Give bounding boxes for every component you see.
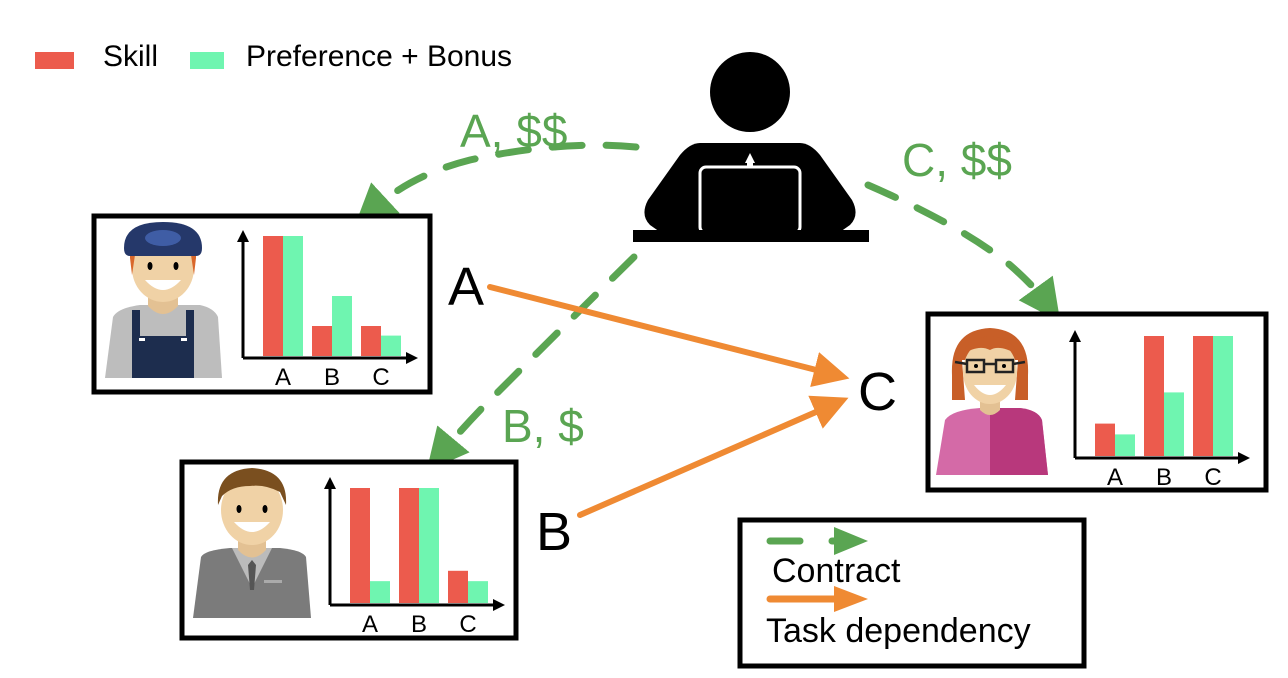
dependency-arrow-a-to-c <box>487 284 850 388</box>
bar-skill-b <box>312 326 332 356</box>
tick-label-c: C <box>1204 464 1221 491</box>
bar-preference-c <box>1213 336 1233 456</box>
bar-skill-c <box>448 570 468 603</box>
legend-dependency-arrowhead <box>834 586 868 612</box>
contract-arrows: A, $$ B, $ C, $$ <box>354 105 1061 472</box>
legend-dependency-label: Task dependency <box>766 612 1031 650</box>
bar-preference-b <box>419 488 439 603</box>
task-label-b: B <box>536 502 572 562</box>
legend-skill-label: Skill <box>103 40 158 73</box>
worker-a-skill-chart: A B C <box>237 230 418 391</box>
y-axis-arrowhead <box>237 230 249 242</box>
bar-preference-c <box>381 335 401 356</box>
legend-skill-swatch <box>35 52 74 69</box>
bar-skill-c <box>1193 336 1213 456</box>
top-legend: Skill Preference + Bonus <box>35 40 512 73</box>
bottom-legend: Contract Task dependency <box>737 517 1087 669</box>
legend-preference-swatch <box>190 52 224 69</box>
manager-icon <box>633 52 869 242</box>
task-label-c: C <box>858 362 897 422</box>
bar-preference-a <box>1115 434 1135 456</box>
office-worker-avatar-icon <box>193 468 311 618</box>
bar-skill-b <box>399 488 419 603</box>
tick-label-c: C <box>459 611 476 638</box>
legend-contract-arrowhead <box>834 527 868 555</box>
bar-skill-c <box>361 326 381 356</box>
legend-contract-label: Contract <box>772 552 901 590</box>
bar-preference-a <box>283 236 303 356</box>
tick-label-b: B <box>1156 464 1172 491</box>
mechanic-avatar-icon <box>105 222 222 378</box>
worker-card-b[interactable] <box>179 459 519 641</box>
bar-skill-a <box>263 236 283 356</box>
legend-preference-label: Preference + Bonus <box>246 40 512 73</box>
bar-preference-a <box>370 581 390 603</box>
dependency-arrow-b-to-c <box>577 395 849 518</box>
contract-label-c: C, $$ <box>902 134 1012 186</box>
tick-label-b: B <box>411 611 427 638</box>
contract-arrow-b <box>426 253 638 472</box>
contract-arrow-a <box>354 141 640 227</box>
worker-card-a[interactable] <box>91 213 433 395</box>
bar-preference-b <box>332 296 352 356</box>
x-axis-arrowhead <box>1238 452 1250 464</box>
tick-label-a: A <box>1107 464 1123 491</box>
contract-label-b: B, $ <box>502 400 584 452</box>
worker-c-skill-chart: A B C <box>1069 330 1250 491</box>
bar-skill-b <box>1144 336 1164 456</box>
bar-skill-a <box>1095 423 1115 456</box>
bar-preference-b <box>1164 392 1184 456</box>
task-dependencies: A B C <box>448 257 897 562</box>
y-axis-arrowhead <box>1069 330 1081 342</box>
x-axis-arrowhead <box>406 352 418 364</box>
contract-label-a: A, $$ <box>460 105 567 157</box>
worker-b-skill-chart: A B C <box>324 477 505 638</box>
woman-avatar-icon <box>936 328 1048 475</box>
tick-label-a: A <box>362 611 378 638</box>
x-axis-arrowhead <box>493 599 505 611</box>
tick-label-b: B <box>324 364 340 391</box>
contract-arrow-c <box>864 181 1061 323</box>
bar-skill-a <box>350 488 370 603</box>
tick-label-a: A <box>275 364 291 391</box>
y-axis-arrowhead <box>324 477 336 489</box>
task-label-a: A <box>448 257 484 317</box>
tick-label-c: C <box>372 364 389 391</box>
bar-preference-c <box>468 581 488 603</box>
